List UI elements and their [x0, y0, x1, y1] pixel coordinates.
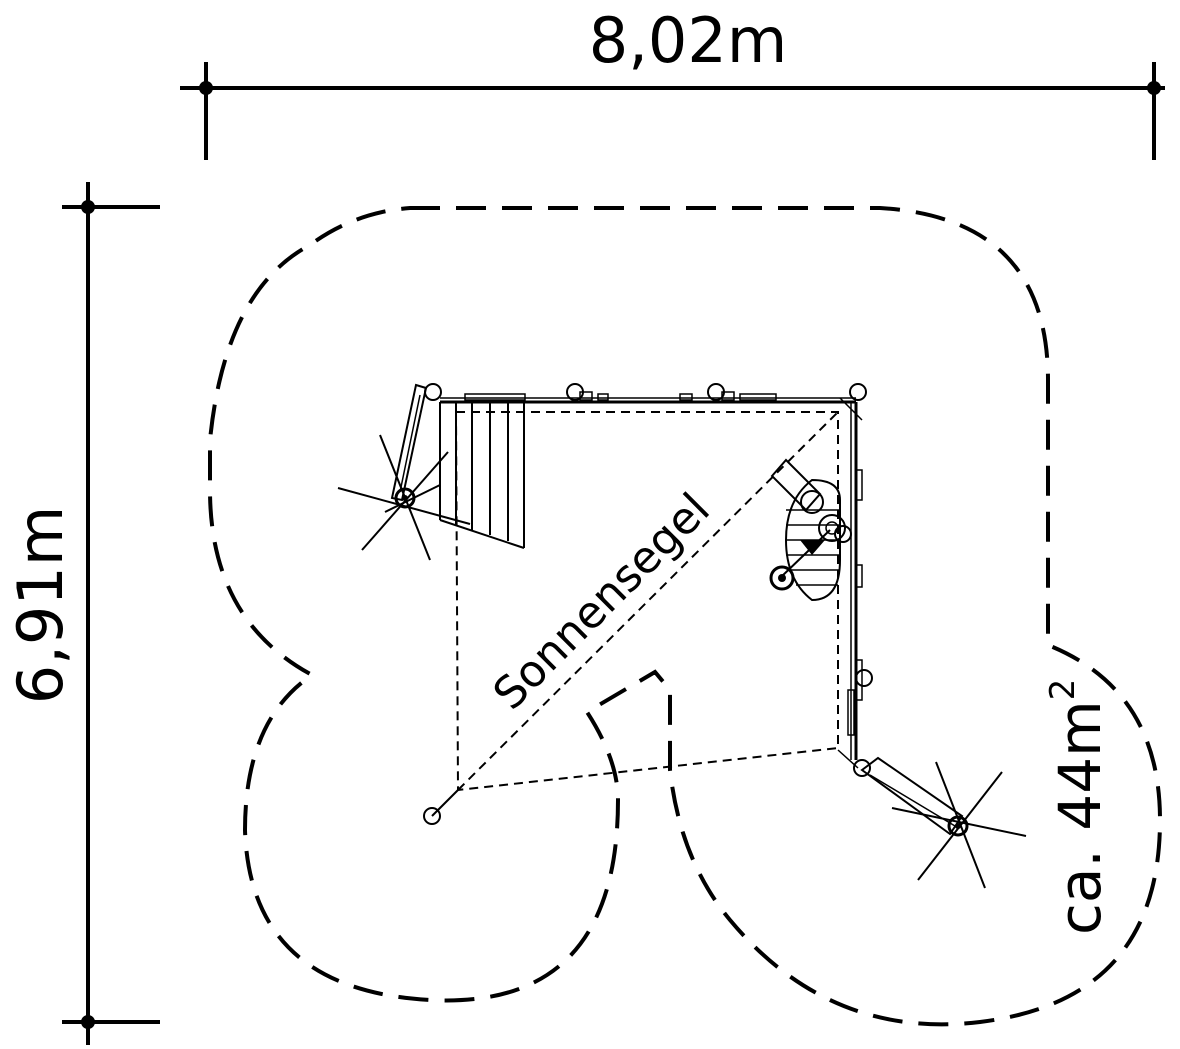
area-label: ca. 44m — [1046, 700, 1114, 935]
height-dimension: 6,91m — [4, 182, 160, 1045]
spring-rocker-left — [337, 434, 471, 561]
width-dimension: 8,02m — [180, 4, 1165, 160]
area-label-group: ca. 44m2 — [1043, 679, 1114, 935]
area-superscript: 2 — [1043, 679, 1083, 701]
ramp-planks — [390, 383, 525, 549]
playhouse-structure — [424, 383, 873, 777]
sail-label: Sonnensegel — [484, 484, 720, 720]
height-label: 6,91m — [4, 506, 77, 704]
sun-sail: Sonnensegel — [423, 411, 839, 825]
spring-rocker-right — [860, 756, 1027, 889]
svg-text:ca. 44m2: ca. 44m2 — [1043, 679, 1114, 935]
safety-area-outline — [208, 206, 1163, 1027]
climbing-net-element — [769, 458, 846, 602]
width-label: 8,02m — [589, 4, 787, 77]
